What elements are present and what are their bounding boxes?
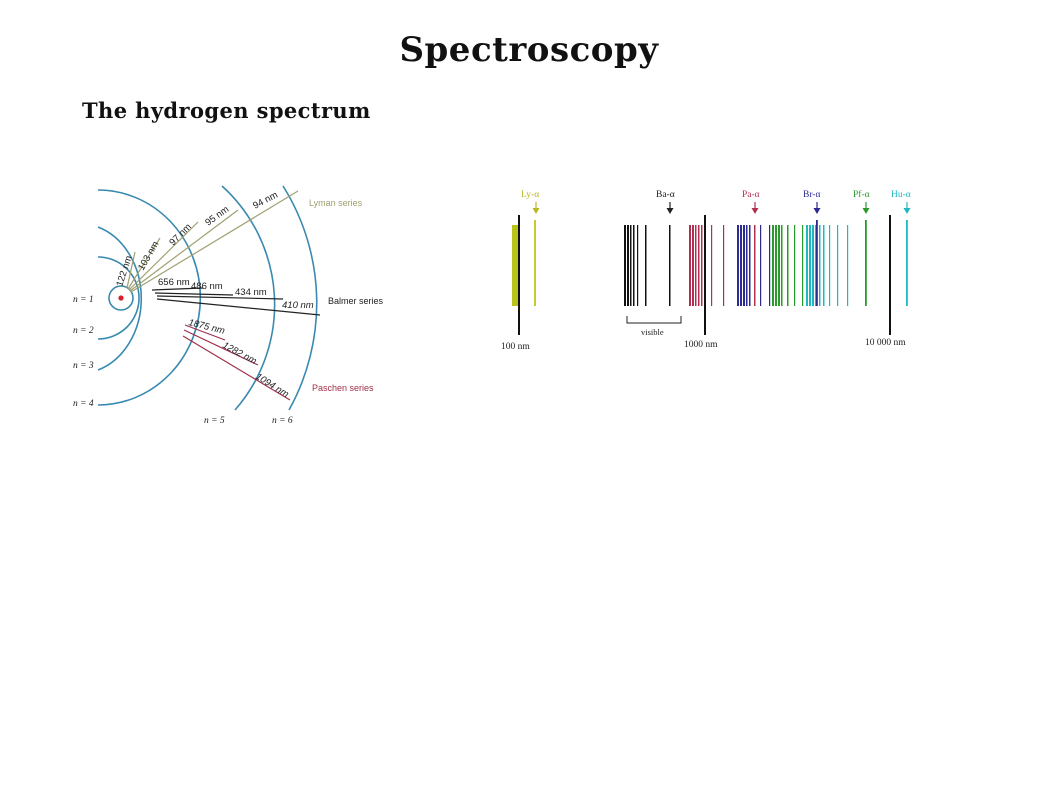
page-title: Spectroscopy (399, 30, 659, 70)
balmer-line-label: 434 nm (235, 287, 267, 298)
scale-label: 100 nm (501, 342, 530, 352)
orbit-n5 (221, 185, 276, 411)
paschen-spectral-lines (689, 225, 756, 306)
balmer-line-label: 656 nm (158, 277, 190, 288)
lyman-series-label: Lyman series (309, 198, 363, 208)
lyman-line-label: 97 nm (167, 222, 194, 249)
orbits (97, 185, 318, 411)
arrow-icon (903, 202, 911, 214)
hu-alpha-label: Hu-α (891, 190, 911, 200)
paschen-series-label: Paschen series (312, 383, 374, 393)
spectrum-diagram: Ly-α Ba-α Pa-α Br-α Pf-α Hu-α (501, 189, 911, 352)
paschen-lines (182, 324, 291, 401)
arrow-icon (751, 202, 759, 214)
level-label: n = 3 (73, 361, 94, 371)
scale-label: 10 000 nm (865, 338, 906, 348)
lyman-line-label: 94 nm (251, 190, 280, 212)
ly-alpha-label: Ly-α (521, 190, 539, 200)
arrow-icon (862, 202, 870, 214)
pf-alpha-label: Pf-α (853, 189, 870, 200)
pa-alpha-label: Pa-α (742, 190, 760, 200)
paschen-line-label: 1094 nm (253, 371, 290, 400)
nucleus (118, 295, 124, 301)
orbit-n1 (108, 285, 134, 311)
ba-alpha-label: Ba-α (656, 190, 675, 200)
level-label: n = 5 (204, 416, 225, 426)
brackett-spectral-lines (737, 225, 771, 306)
visible-bracket (626, 316, 682, 324)
visible-label: visible (641, 327, 664, 337)
lyman-line-label: 95 nm (203, 204, 231, 228)
humphreys-spectral-lines (806, 220, 908, 306)
lyman-lines (126, 190, 299, 293)
balmer-series-label: Balmer series (328, 296, 384, 306)
page-subtitle: The hydrogen spectrum (82, 98, 371, 123)
br-alpha-label: Br-α (803, 190, 820, 200)
scale-label: 1000 nm (684, 340, 718, 350)
lyman-line-label: 103 nm (136, 239, 161, 272)
scale-ticks (518, 215, 891, 335)
arrow-icon (813, 202, 821, 214)
pfund-spectral-lines (772, 220, 867, 306)
marker-arrows (532, 202, 911, 214)
balmer-line-label: 410 nm (282, 300, 314, 311)
level-label: n = 6 (272, 416, 293, 426)
balmer-line-label: 486 nm (191, 281, 223, 292)
balmer-spectral-lines (624, 225, 671, 306)
level-label: n = 2 (73, 326, 94, 336)
paschen-line-label: 1282 nm (221, 340, 259, 367)
balmer-lines (151, 287, 321, 316)
orbit-diagram: n = 1 n = 2 n = 3 n = 4 n = 5 n = 6 122 … (73, 185, 384, 426)
level-label: n = 1 (73, 295, 94, 305)
level-label: n = 4 (73, 399, 94, 409)
orbit-n6 (282, 185, 318, 411)
orbit-n2 (97, 256, 140, 340)
arrow-icon (532, 202, 540, 214)
orbit-n3 (97, 226, 143, 371)
lyman-spectral-lines (512, 220, 536, 306)
arrow-icon (666, 202, 674, 214)
